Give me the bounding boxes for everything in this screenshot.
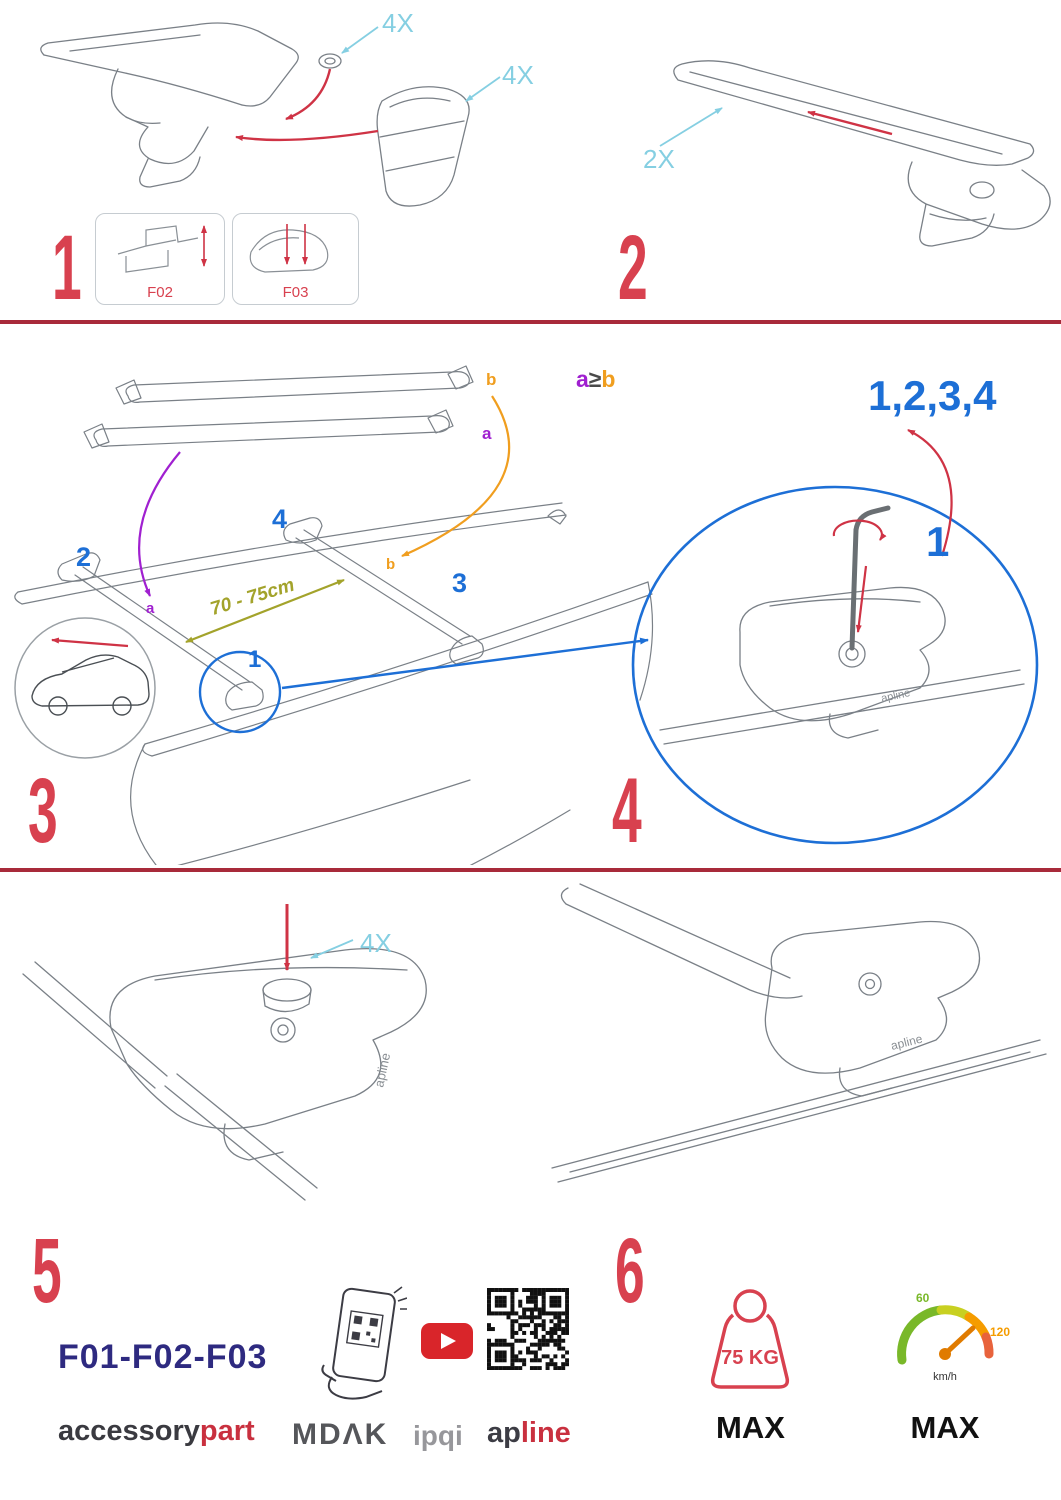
brand-ap: ap: [487, 1417, 521, 1449]
step-3-number: 3: [28, 760, 58, 862]
qty-label-bolts: 4X: [382, 8, 414, 38]
crossbar-clamp-and-cover-drawing: [40, 22, 501, 207]
qr-code: [487, 1288, 569, 1370]
qty-label-endcaps: 2X: [643, 144, 675, 174]
step-4-number: 4: [612, 760, 642, 862]
qty-leader-line: [659, 107, 723, 147]
speed-high-tick: 120: [990, 1325, 1010, 1339]
allen-key: [849, 505, 891, 651]
max-speed-label: MAX: [910, 1410, 980, 1445]
bar-label-a: a: [482, 424, 492, 443]
clamp-logo: apline: [371, 1052, 393, 1089]
roof-label-a: a: [146, 600, 155, 617]
position-4: 4: [272, 504, 288, 534]
step-1-number: 1: [52, 217, 82, 319]
pairing-curves: [138, 395, 511, 644]
speed-unit: km/h: [933, 1371, 957, 1383]
max-load-value: 75 KG: [721, 1347, 779, 1369]
part-f02-sketch: [117, 225, 207, 273]
max-load-label: MAX: [716, 1410, 785, 1445]
rule-b: b: [601, 366, 616, 392]
brand-accessorypart: accessorypart: [58, 1415, 255, 1448]
model-codes: F01-F02-F03: [58, 1338, 268, 1376]
part-box-f02: F02: [95, 213, 225, 305]
cap-installation-drawing: apline: [22, 904, 427, 1201]
insert-arrows: [235, 68, 379, 142]
sequence-start: 1: [926, 518, 950, 565]
rule-a: a: [576, 366, 589, 392]
length-rule: a≥b: [576, 366, 615, 393]
step-6-number: 6: [615, 1220, 645, 1322]
section-divider-2: [0, 868, 1061, 872]
youtube-icon: [421, 1323, 473, 1359]
clamp-logo: apline: [880, 687, 911, 705]
part-f03-sketch: [249, 224, 329, 273]
part-box-f03-label: F03: [282, 284, 309, 301]
qty-label-caps: 4X: [360, 928, 392, 958]
step-2-number: 2: [618, 217, 648, 319]
brand-accessory: accessory: [58, 1415, 200, 1447]
car-direction-inset: [14, 617, 156, 759]
slide-in-arrow: [807, 110, 893, 136]
brand-part: part: [199, 1415, 255, 1447]
tighten-arrows: [832, 429, 953, 633]
rule-operator: ≥: [588, 366, 602, 392]
roof-installation-drawing: [14, 365, 654, 865]
bar-label-b: b: [486, 370, 497, 389]
crossbar-endcap-drawing: [659, 60, 1051, 247]
qty-label-covers: 4X: [502, 60, 534, 90]
qty-leader-lines: [341, 26, 501, 102]
clamp-tightening-zoom-drawing: apline: [631, 429, 1039, 845]
max-speed-gauge-icon: 60 120 km/h: [897, 1291, 1010, 1383]
step-5-number: 5: [32, 1220, 62, 1322]
roof-label-b: b: [386, 556, 396, 573]
zoom-callout-circle-small: [198, 637, 649, 734]
tightening-sequence: 1,2,3,4: [868, 372, 997, 419]
max-load-weight-icon: 75 KG: [710, 1289, 790, 1389]
position-2: 2: [76, 542, 92, 572]
part-box-f02-label: F02: [147, 284, 173, 301]
phone-qr-scan-icon: [321, 1286, 407, 1400]
zoom-callout-circle-large: [631, 485, 1039, 845]
brand-line: line: [520, 1417, 571, 1449]
brand-ipqi: ipqi: [413, 1420, 463, 1451]
finished-clamp-drawing: apline: [551, 883, 1047, 1183]
front-direction-arrow: [51, 637, 129, 648]
clamp-logo: apline: [889, 1031, 924, 1052]
position-3: 3: [452, 568, 468, 598]
brand-mdak: MDΛK: [292, 1418, 389, 1451]
qty-leader-line: [310, 939, 354, 959]
section-divider-1: [0, 320, 1061, 324]
part-box-f03: F03: [232, 213, 359, 305]
brand-apline: apline: [487, 1417, 571, 1450]
position-1: 1: [248, 646, 262, 673]
speed-low-tick: 60: [916, 1291, 930, 1305]
